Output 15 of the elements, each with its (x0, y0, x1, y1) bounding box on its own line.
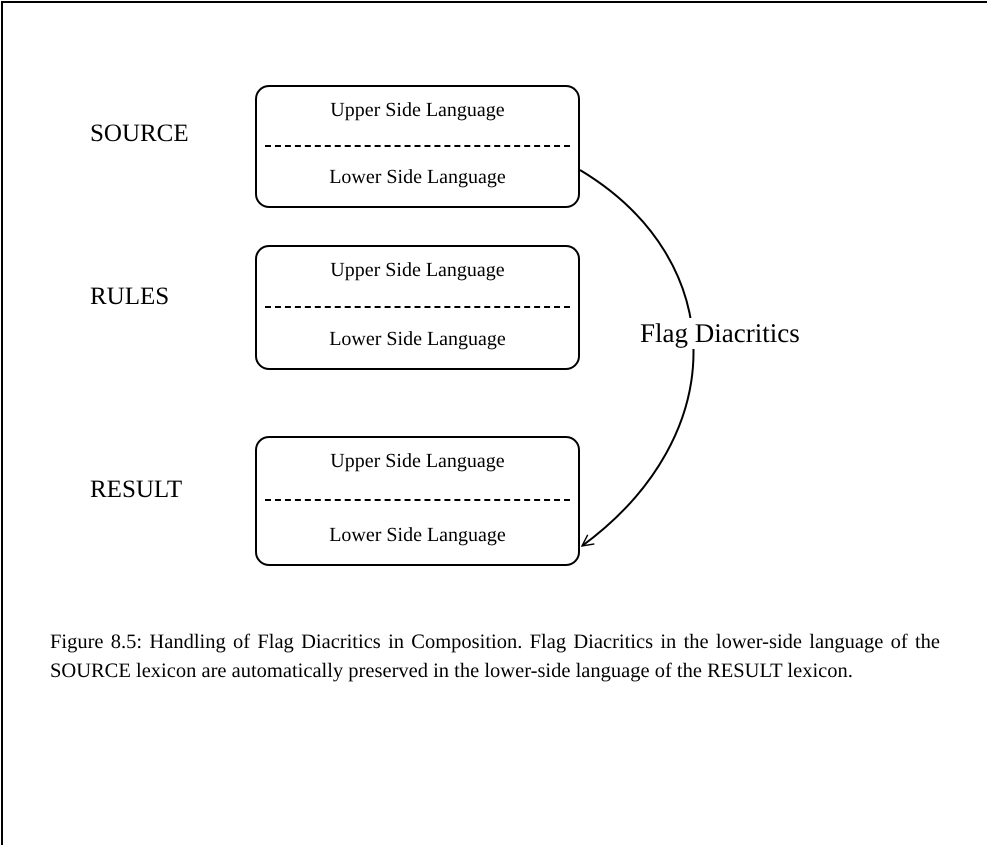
register-box (255, 436, 580, 566)
register-box (255, 85, 580, 208)
figure-caption: Figure 8.5: Handling of Flag Diacritics in Composition. Flag Diacritics in the lower-side language of the SOURCE lexicon are automatically preserved in the lower-side language of the RESULT lexicon. (50, 630, 940, 684)
register-label: SOURCE (90, 120, 189, 148)
lower-side-label: Lower Side Language (328, 524, 507, 547)
upper-side-label: Upper Side Language (329, 99, 506, 122)
curved-arrow (579, 169, 694, 547)
upper-side-label: Upper Side Language (329, 259, 506, 282)
edge-label: Flag Diacritics (640, 318, 800, 349)
register-label: RESULT (90, 476, 182, 504)
lower-side-label: Lower Side Language (328, 328, 507, 351)
lower-side-label: Lower Side Language (328, 166, 507, 189)
register-box (255, 245, 580, 370)
register-label: RULES (90, 283, 170, 311)
upper-side-label: Upper Side Language (329, 450, 506, 473)
